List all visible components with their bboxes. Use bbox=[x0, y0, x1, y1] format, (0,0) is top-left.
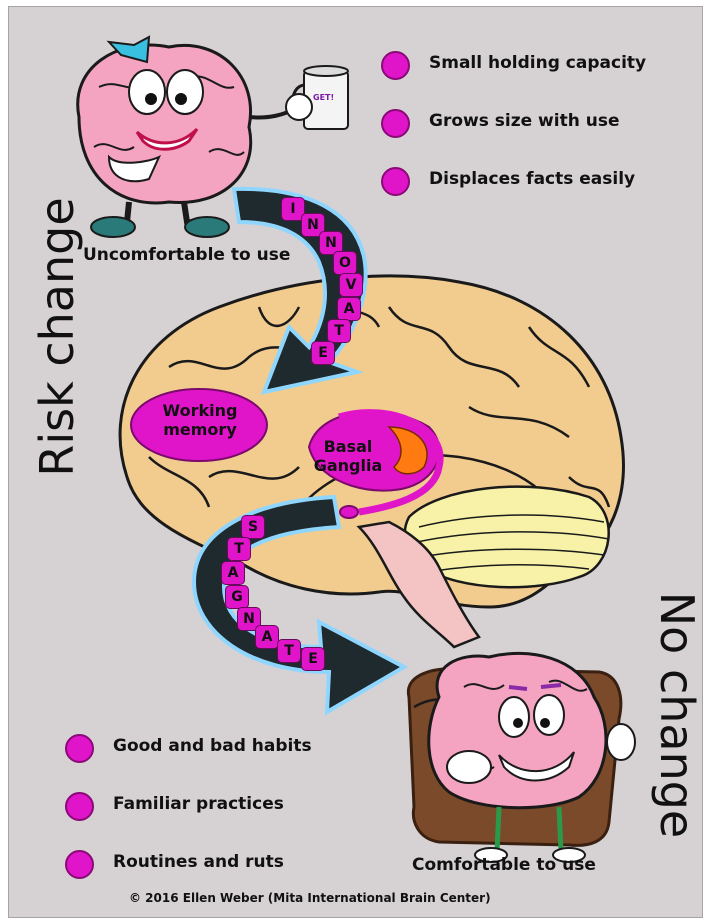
top-char-right-shoe bbox=[185, 217, 229, 237]
bottom-char-right-hand bbox=[607, 724, 635, 760]
list-item-text: Grows size with use bbox=[429, 111, 619, 131]
basal-ganglia-end bbox=[340, 506, 358, 518]
arrow-letter-tile: A bbox=[337, 297, 361, 321]
bullet-dot-icon bbox=[381, 51, 410, 80]
list-item-text: Small holding capacity bbox=[429, 53, 646, 73]
arrow-letter-tile: A bbox=[221, 561, 245, 585]
risk-change-label: Risk change bbox=[34, 197, 80, 476]
working-memory-label: Working memory bbox=[145, 401, 255, 439]
copyright-notice: © 2016 Ellen Weber (Mita International B… bbox=[129, 891, 491, 905]
arrow-letter-tile: E bbox=[301, 647, 325, 671]
bullet-dot-icon bbox=[65, 850, 94, 879]
arrow-letter-tile: V bbox=[339, 273, 363, 297]
arrow-letter-tile: T bbox=[227, 537, 251, 561]
bottom-char-left-hand bbox=[447, 751, 491, 783]
top-char-right-eye bbox=[167, 70, 203, 114]
top-char-right-pupil bbox=[175, 93, 187, 105]
uncomfortable-caption: Uncomfortable to use bbox=[83, 245, 290, 265]
top-char-hand bbox=[286, 94, 312, 120]
arrow-letter-tile: T bbox=[327, 319, 351, 343]
top-char-left-shoe bbox=[91, 217, 135, 237]
arrow-letter-tile: E bbox=[311, 341, 335, 365]
comfortable-character bbox=[408, 653, 635, 862]
list-item-text: Displaces facts easily bbox=[429, 169, 635, 189]
bottom-char-left-eye bbox=[499, 697, 529, 737]
arrow-letter-tile: A bbox=[255, 625, 279, 649]
top-char-brain-body bbox=[78, 45, 251, 203]
arrow-letter-tile: T bbox=[277, 639, 301, 663]
top-char-left-eye bbox=[129, 70, 165, 114]
mug-rim bbox=[304, 66, 348, 76]
bullet-dot-icon bbox=[65, 792, 94, 821]
bottom-char-left-pupil bbox=[513, 718, 523, 728]
bullet-dot-icon bbox=[381, 167, 410, 196]
bottom-char-right-pupil bbox=[540, 718, 550, 728]
arrow-letter-tile: S bbox=[241, 515, 265, 539]
no-change-label: No change bbox=[654, 592, 700, 838]
comfortable-caption: Comfortable to use bbox=[412, 855, 596, 875]
arrow-letter-tile: O bbox=[333, 251, 357, 275]
bottom-char-right-eye bbox=[534, 695, 564, 735]
mug-text: GET! bbox=[313, 93, 334, 102]
basal-ganglia-label: Basal Ganglia bbox=[293, 437, 403, 475]
list-item-text: Familiar practices bbox=[113, 794, 284, 814]
top-char-left-pupil bbox=[145, 93, 157, 105]
bullet-dot-icon bbox=[65, 734, 94, 763]
bullet-dot-icon bbox=[381, 109, 410, 138]
list-item-text: Good and bad habits bbox=[113, 736, 312, 756]
list-item-text: Routines and ruts bbox=[113, 852, 284, 872]
arrow-letter-tile: G bbox=[225, 585, 249, 609]
